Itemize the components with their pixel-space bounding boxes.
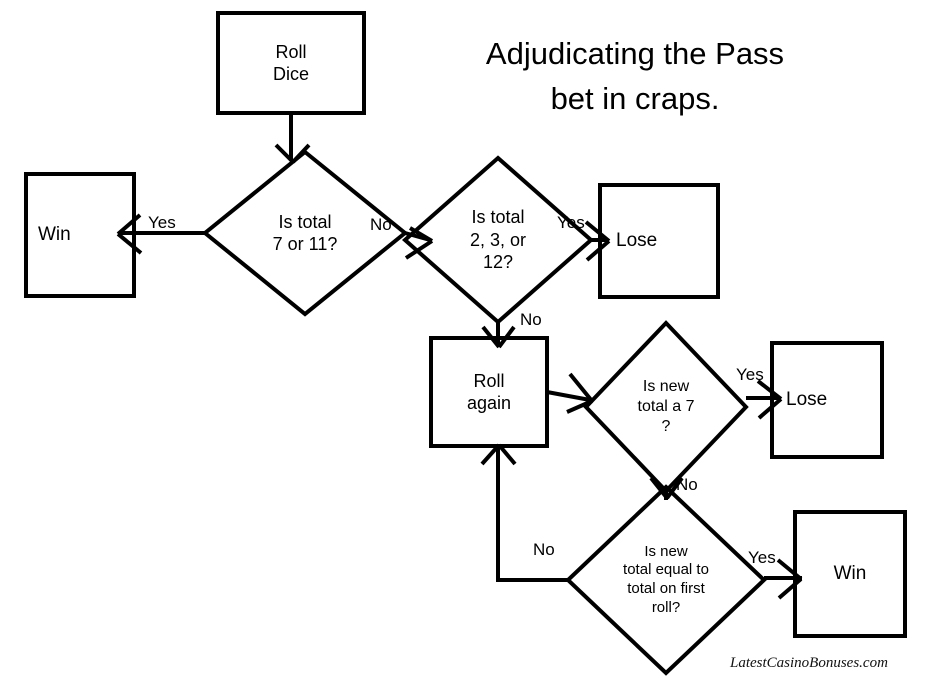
- node-is-new-total-equal[interactable]: [565, 484, 767, 676]
- watermark: LatestCasinoBonuses.com: [730, 655, 888, 671]
- edge-roll-again-to-is-new-total-a-7: [546, 390, 591, 402]
- node-roll-dice[interactable]: [216, 11, 366, 115]
- edge-label-no-7-or-11: No: [370, 215, 392, 234]
- diagram-title: Adjudicating the Pass bet in craps.: [485, 36, 785, 116]
- edge-label-yes-7-or-11: Yes: [148, 213, 176, 232]
- arrowhead-is-new-total-equal: [649, 476, 684, 500]
- arrowhead-roll-again-bottom: [480, 443, 517, 466]
- arrowhead-roll-again-top: [481, 325, 516, 349]
- edge-label-no-new-total-equal: No: [533, 540, 555, 559]
- arrowhead-roll-dice: [274, 143, 311, 164]
- arrowhead-is-total-2-3-12: [404, 226, 434, 260]
- arrowhead-win-first: [116, 213, 143, 255]
- node-roll-again[interactable]: [429, 336, 549, 448]
- node-lose-first[interactable]: [598, 183, 720, 299]
- arrowhead-lose-first: [584, 220, 611, 262]
- arrowhead-win-second: [776, 558, 803, 600]
- edge-is-new-total-equal-to-roll-again: [496, 448, 568, 582]
- arrowhead-is-new-total-a-7: [566, 372, 594, 414]
- edge-label-no-2-3-12: No: [520, 310, 542, 329]
- edge-label-no-new-total-7: No: [676, 475, 698, 494]
- edge-label-yes-2-3-12: Yes: [557, 213, 585, 232]
- arrowhead-lose-second: [756, 379, 783, 420]
- node-is-total-2-3-or-12[interactable]: [401, 155, 595, 325]
- node-win-second[interactable]: [793, 510, 907, 638]
- node-is-new-total-a-7[interactable]: [583, 320, 749, 494]
- node-lose-second[interactable]: [770, 341, 884, 459]
- node-is-total-7-or-11[interactable]: [201, 149, 409, 317]
- edge-label-yes-new-total-equal: Yes: [748, 548, 776, 567]
- edge-label-yes-new-total-7: Yes: [736, 365, 764, 384]
